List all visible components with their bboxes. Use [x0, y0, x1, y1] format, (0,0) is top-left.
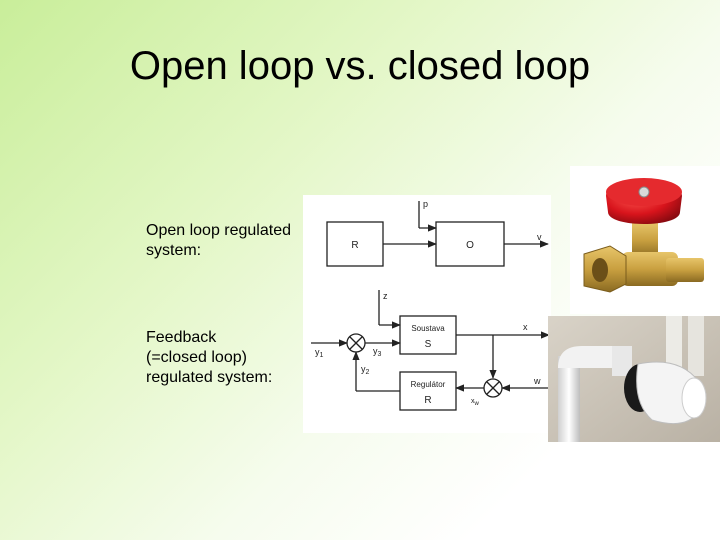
- radiator-fin-b: [688, 316, 704, 376]
- block-diagram: p R O v z y1 y3 Soustava S x y2 Reguláto…: [303, 195, 551, 433]
- pipe-elbow: [558, 346, 618, 368]
- input-label: y1: [315, 347, 324, 359]
- control-signal-label: y3: [373, 346, 382, 358]
- closed-disturbance-label: z: [383, 291, 388, 301]
- open-regulator-symbol: R: [351, 240, 358, 251]
- open-loop-label: Open loop regulated system:: [146, 222, 291, 259]
- reference-label: w: [533, 376, 541, 386]
- closed-regulator-name: Regulátor: [411, 380, 446, 389]
- radiator-thermostat-photo: [548, 316, 720, 442]
- closed-loop-label: Feedback (=closed loop) regulated system…: [146, 329, 273, 386]
- error-label: xw: [471, 398, 480, 407]
- input-junction-cross-b: [349, 336, 363, 350]
- open-output-label: v: [537, 232, 542, 242]
- error-junction-cross-b: [486, 381, 500, 395]
- radiator-pipe: [558, 356, 580, 442]
- closed-regulator-symbol: R: [424, 395, 431, 406]
- slide-title: Open loop vs. closed loop: [129, 44, 591, 88]
- valve-drawing: [583, 178, 704, 293]
- valve-outlet: [666, 258, 704, 282]
- block-diagram-svg: p R O v z y1 y3 Soustava S x y2 Reguláto…: [311, 199, 550, 411]
- thermostat-dial: [681, 377, 707, 419]
- closed-plant-name: Soustava: [411, 324, 445, 333]
- regulator-output-label: y2: [361, 364, 370, 376]
- thermostat-drawing: [548, 316, 720, 442]
- radiator-fin-a: [666, 316, 682, 376]
- closed-output-label: x: [523, 322, 528, 332]
- valve-handle-screw: [638, 186, 650, 198]
- closed-plant-symbol: S: [425, 339, 432, 350]
- valve-connector: [612, 346, 632, 376]
- valve-nut-hole: [592, 258, 608, 282]
- open-disturbance-label: p: [423, 199, 428, 209]
- open-plant-symbol: O: [466, 240, 474, 251]
- valve-photo: [570, 166, 720, 314]
- valve-body: [622, 252, 678, 286]
